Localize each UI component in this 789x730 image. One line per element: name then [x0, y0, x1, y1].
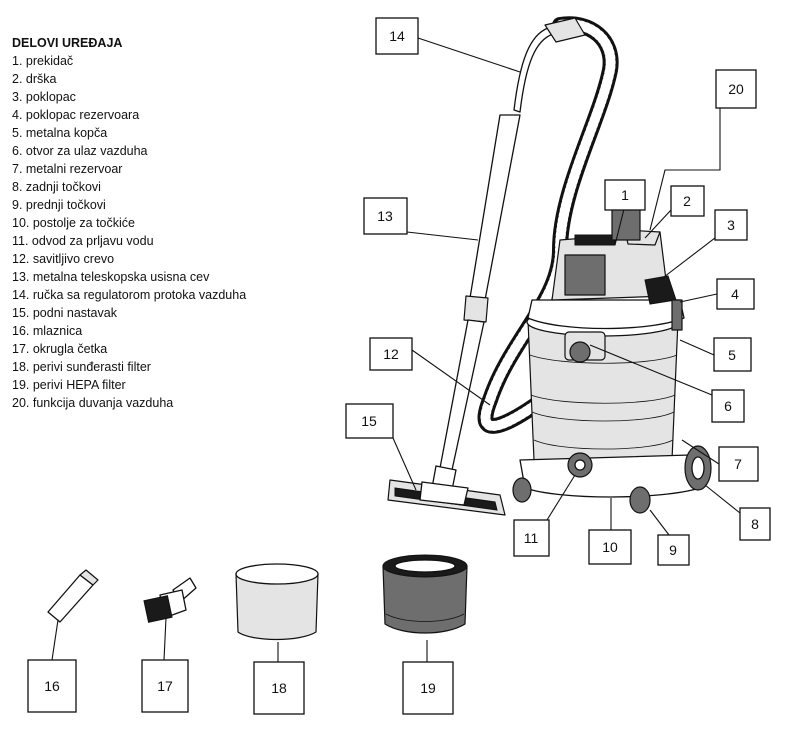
legend-list: 1. prekidač 2. drška 3. poklopac 4. pokl…	[12, 52, 342, 412]
legend-item: 3. poklopac	[12, 90, 76, 104]
legend-item: 14. ručka sa regulatorom protoka vazduha	[12, 288, 247, 302]
legend-item: 2. drška	[12, 72, 57, 86]
legend-item: 13. metalna teleskopska usisna cev	[12, 270, 210, 284]
callout-11: 11	[513, 519, 550, 557]
callout-label: 1	[621, 187, 629, 203]
legend-title: DELOVI UREĐAJA	[12, 36, 123, 50]
legend-item: 6. otvor za ulaz vazduha	[12, 144, 148, 158]
callout-label: 17	[157, 678, 173, 694]
callout-2: 2	[670, 185, 705, 217]
callout-label: 13	[377, 208, 393, 224]
callout-label: 11	[524, 530, 539, 546]
legend-item: 19. perivi HEPA filter	[12, 378, 126, 392]
callout-label: 9	[669, 542, 677, 558]
callout-4: 4	[716, 278, 755, 310]
crevice-nozzle	[47, 569, 99, 623]
callout-label: 14	[389, 28, 405, 44]
callout-10: 10	[588, 529, 632, 565]
legend-item: 17. okrugla četka	[12, 342, 108, 356]
legend-item: 16. mlaznica	[12, 324, 83, 338]
callout-label: 18	[271, 680, 287, 696]
callout-label: 12	[383, 346, 399, 362]
callout-label: 7	[734, 456, 742, 472]
callout-13: 13	[363, 197, 408, 235]
legend-item: 4. poklopac rezervoara	[12, 108, 140, 122]
telescopic-wand	[439, 17, 586, 471]
legend-item: 12. savitljivo crevo	[12, 252, 115, 266]
callout-label: 15	[361, 413, 377, 429]
callout-9: 9	[657, 534, 690, 566]
callout-20: 20	[715, 69, 757, 109]
callout-17: 17	[141, 659, 189, 713]
legend-item: 10. postolje za točkiće	[12, 216, 135, 230]
callout-label: 8	[751, 516, 759, 532]
callout-15: 15	[345, 403, 394, 439]
callout-label: 16	[44, 678, 60, 694]
callout-3: 3	[714, 209, 748, 241]
callout-19: 19	[402, 661, 454, 715]
callout-5: 5	[713, 337, 752, 372]
callout-7: 7	[718, 446, 759, 482]
floor-nozzle	[387, 465, 506, 516]
wheel-base	[512, 445, 712, 514]
callout-label: 2	[683, 193, 691, 209]
legend-item: 5. metalna kopča	[12, 126, 108, 140]
legend-item: 1. prekidač	[12, 54, 74, 68]
legend-item: 20. funkcija duvanja vazduha	[12, 396, 174, 410]
sponge-filter	[235, 563, 319, 641]
callout-label: 19	[420, 680, 436, 696]
air-intake	[564, 331, 606, 363]
callout-label: 3	[727, 217, 735, 233]
callout-label: 20	[728, 81, 744, 97]
legend-item: 15. podni nastavak	[12, 306, 117, 320]
callout-label: 6	[724, 398, 732, 414]
callout-label: 4	[731, 286, 739, 302]
hepa-filter	[382, 554, 468, 634]
callout-6: 6	[711, 389, 745, 423]
callout-18: 18	[253, 661, 305, 715]
callout-12: 12	[369, 337, 413, 371]
callout-14: 14	[375, 17, 419, 55]
round-brush	[143, 577, 197, 623]
parts-legend: DELOVI UREĐAJA 1. prekidač 2. drška 3. p…	[12, 34, 342, 412]
motor-head	[527, 189, 685, 331]
legend-item: 7. metalni rezervoar	[12, 162, 123, 176]
callout-16: 16	[27, 659, 77, 713]
callout-1: 1	[604, 179, 646, 211]
callout-label: 5	[728, 347, 736, 363]
legend-item: 18. perivi sunđerasti filter	[12, 360, 151, 374]
legend-item: 11. odvod za prljavu vodu	[12, 234, 154, 248]
callout-8: 8	[739, 507, 771, 541]
legend-item: 9. prednji točkovi	[12, 198, 106, 212]
legend-item: 8. zadnji točkovi	[12, 180, 101, 194]
callout-label: 10	[602, 539, 618, 555]
